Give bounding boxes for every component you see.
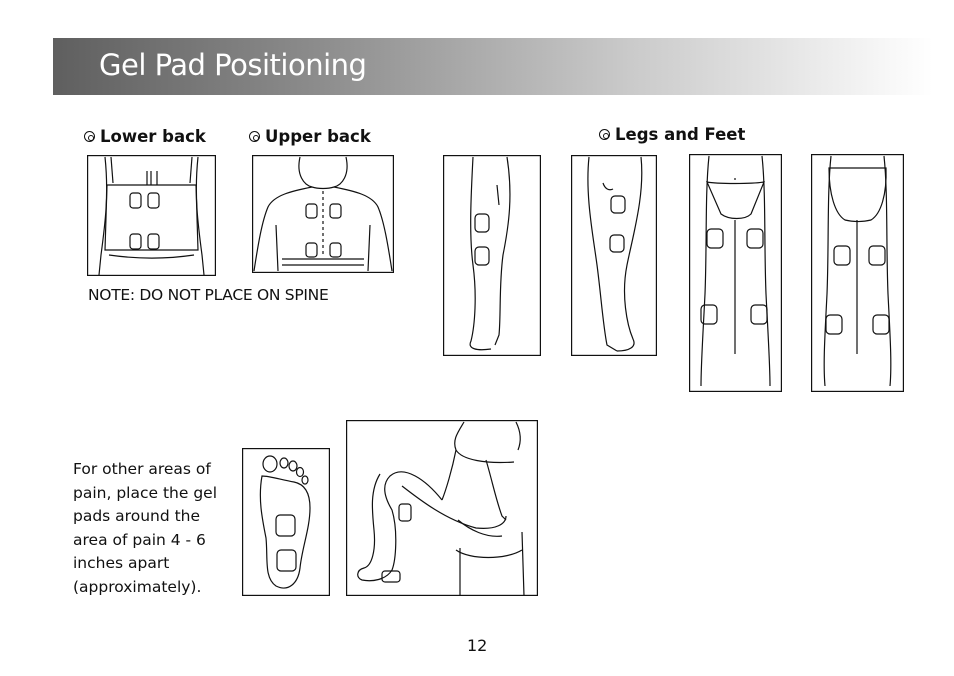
upper-back-illustration — [252, 155, 394, 273]
label-lower-back: Lower back — [84, 127, 206, 146]
upper-back-label: Upper back — [265, 127, 371, 146]
label-legs-feet: Legs and Feet — [599, 125, 745, 144]
foot-sole-illustration — [242, 448, 330, 596]
legs-feet-label: Legs and Feet — [615, 125, 746, 144]
legs-front-illustration — [689, 154, 782, 392]
label-upper-back: Upper back — [249, 127, 371, 146]
lower-back-label: Lower back — [100, 127, 206, 146]
spine-warning-note: NOTE: DO NOT PLACE ON SPINE — [88, 286, 329, 304]
instructions-text: For other areas of pain, place the gel p… — [73, 460, 217, 596]
legs-back-illustration — [811, 154, 904, 392]
bullet-icon — [249, 131, 260, 142]
lower-back-illustration — [87, 155, 216, 276]
page-number: 12 — [467, 636, 488, 655]
page-title: Gel Pad Positioning — [99, 48, 367, 82]
leg-side-illustration — [443, 155, 541, 356]
bullet-icon — [599, 129, 610, 140]
leg-front-illustration — [571, 155, 657, 356]
bullet-icon — [84, 131, 95, 142]
title-banner: Gel Pad Positioning — [53, 38, 933, 95]
seated-figure-illustration — [346, 420, 538, 596]
